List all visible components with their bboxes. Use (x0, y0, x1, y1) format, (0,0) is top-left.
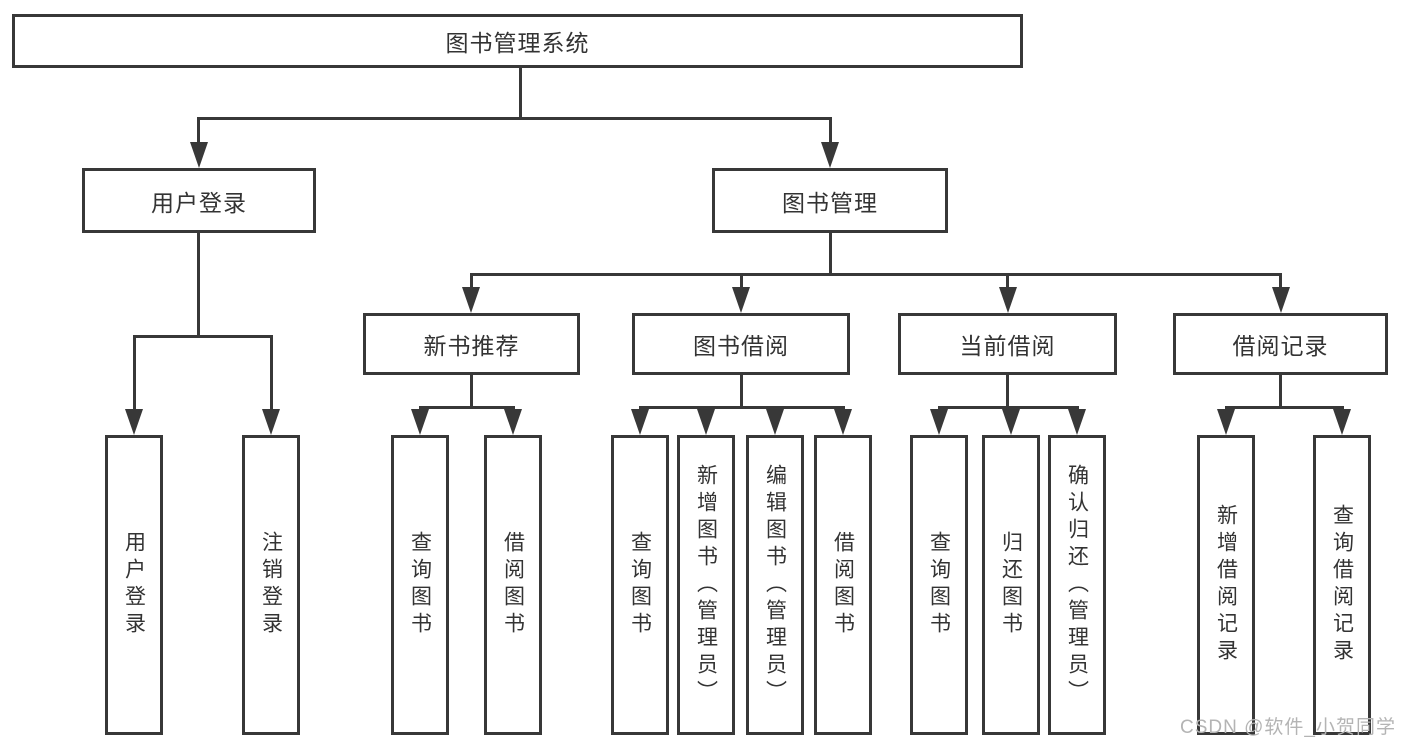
arrowhead-book-management (821, 142, 839, 168)
arrowhead-record-query (1333, 409, 1351, 435)
connector-current-stem (1006, 375, 1009, 409)
leaf-record-add-borrow-record: 新增借阅记录 (1197, 435, 1255, 735)
arrowhead-borrow-query (631, 409, 649, 435)
leaf-current-query-books: 查询图书 (910, 435, 968, 735)
leaf-borrow-edit-books-admin: 编辑图书（管理员） (746, 435, 804, 735)
leaf-user-login: 用户登录 (105, 435, 163, 735)
leaf-borrow-borrow-books: 借阅图书 (814, 435, 872, 735)
connector-login-drop-1 (133, 335, 136, 412)
leaf-current-confirm-return-admin: 确认归还（管理员） (1048, 435, 1106, 735)
node-borrowing-records: 借阅记录 (1173, 313, 1388, 375)
node-book-management: 图书管理 (712, 168, 948, 233)
arrowhead-current-borrow (999, 287, 1017, 313)
arrowhead-record-add (1217, 409, 1235, 435)
arrowhead-current-return (1002, 409, 1020, 435)
arrowhead-borrow-add (697, 409, 715, 435)
node-new-book-recommendation: 新书推荐 (363, 313, 580, 375)
connector-root-stem (519, 68, 522, 120)
node-book-borrowing: 图书借阅 (632, 313, 850, 375)
connector-newbook-stem (470, 375, 473, 409)
leaf-newbook-query-books: 查询图书 (391, 435, 449, 735)
arrowhead-current-confirm (1068, 409, 1086, 435)
node-root: 图书管理系统 (12, 14, 1023, 68)
connector-newbook-tline (419, 406, 515, 409)
connector-record-tline (1225, 406, 1344, 409)
leaf-borrow-query-books: 查询图书 (611, 435, 669, 735)
connector-drop-book-management (829, 117, 832, 146)
connector-level2-hline (470, 273, 1282, 276)
connector-drop-borrow-record (1279, 273, 1282, 291)
leaf-record-query-borrow-record: 查询借阅记录 (1313, 435, 1371, 735)
connector-management-stem (829, 233, 832, 276)
connector-drop-current-borrow (1006, 273, 1009, 291)
connector-login-stem (197, 233, 200, 338)
arrowhead-new-book (462, 287, 480, 313)
arrowhead-leaf-user-login (125, 409, 143, 435)
arrowhead-borrow-borrow (834, 409, 852, 435)
arrowhead-book-borrow (732, 287, 750, 313)
arrowhead-user-login (190, 142, 208, 168)
arrowhead-newbook-borrow (504, 409, 522, 435)
leaf-newbook-borrow-books: 借阅图书 (484, 435, 542, 735)
connector-borrow-stem (740, 375, 743, 409)
arrowhead-borrow-edit (766, 409, 784, 435)
connector-login-tline (133, 335, 273, 338)
arrowhead-current-query (930, 409, 948, 435)
connector-drop-new-book (470, 273, 473, 291)
node-user-login: 用户登录 (82, 168, 316, 233)
connector-record-stem (1279, 375, 1282, 409)
leaf-borrow-add-books-admin: 新增图书（管理员） (677, 435, 735, 735)
connector-login-drop-2 (270, 335, 273, 412)
connector-drop-user-login (197, 117, 200, 146)
node-current-borrowing: 当前借阅 (898, 313, 1117, 375)
arrowhead-borrow-record (1272, 287, 1290, 313)
connector-borrow-tline (639, 406, 845, 409)
leaf-logout: 注销登录 (242, 435, 300, 735)
leaf-current-return-books: 归还图书 (982, 435, 1040, 735)
connector-level1-hline (197, 117, 832, 120)
arrowhead-newbook-query (411, 409, 429, 435)
csdn-watermark: CSDN @软件_小贺同学 (1180, 717, 1396, 738)
arrowhead-leaf-logout (262, 409, 280, 435)
connector-current-tline (938, 406, 1079, 409)
connector-drop-book-borrow (740, 273, 743, 291)
